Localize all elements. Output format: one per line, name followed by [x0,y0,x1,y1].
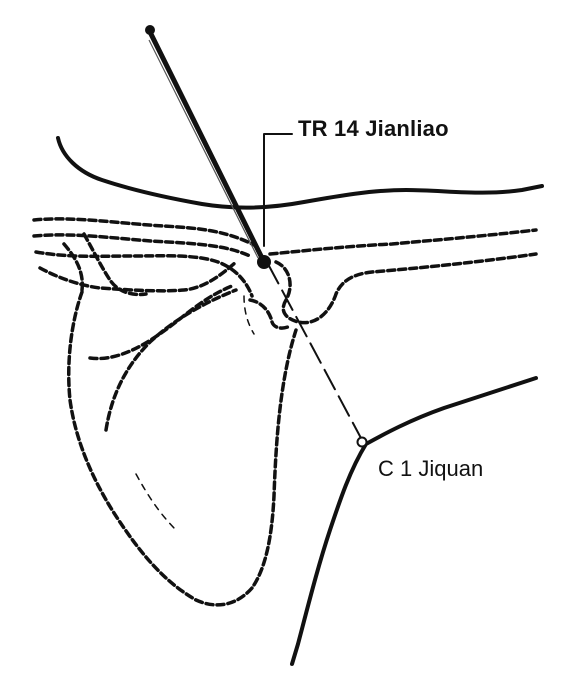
glenoid-faint-line [243,295,255,335]
tr14-point-label: TR 14 Jianliao [298,116,449,141]
meridian-connector-line [267,263,363,441]
scapula-body-outline [67,290,298,607]
label-leader-line [263,133,293,247]
humerus-neck-outline [248,298,292,330]
shoulder-skin-outline [56,136,544,210]
c1-point-label: C 1 Jiquan [378,456,484,481]
bone-outlines [32,217,538,607]
scapular-notch-outline [62,242,85,292]
acromion-outline [34,250,254,298]
humerus-head-outline [274,252,538,325]
coracoid-outline [82,232,148,297]
scapular-spine-outline [104,288,238,432]
arm-skin-outline [290,376,538,666]
clavicle-upper-edge [32,217,258,248]
acromion-underside [38,260,238,293]
needle-shaft [147,29,265,261]
needle [145,25,265,261]
clavicle-lower-edge [32,233,252,258]
needle-shaft-highlight [148,39,259,259]
c1-point-marker [356,436,368,448]
needle-handle-tip [145,25,155,35]
faint-contour-lines [135,295,255,531]
scapula-faint-edge [135,473,177,531]
humerus-upper-edge [268,228,538,256]
tr14-point-marker [257,255,271,269]
scapula-inner-contour [88,284,234,361]
